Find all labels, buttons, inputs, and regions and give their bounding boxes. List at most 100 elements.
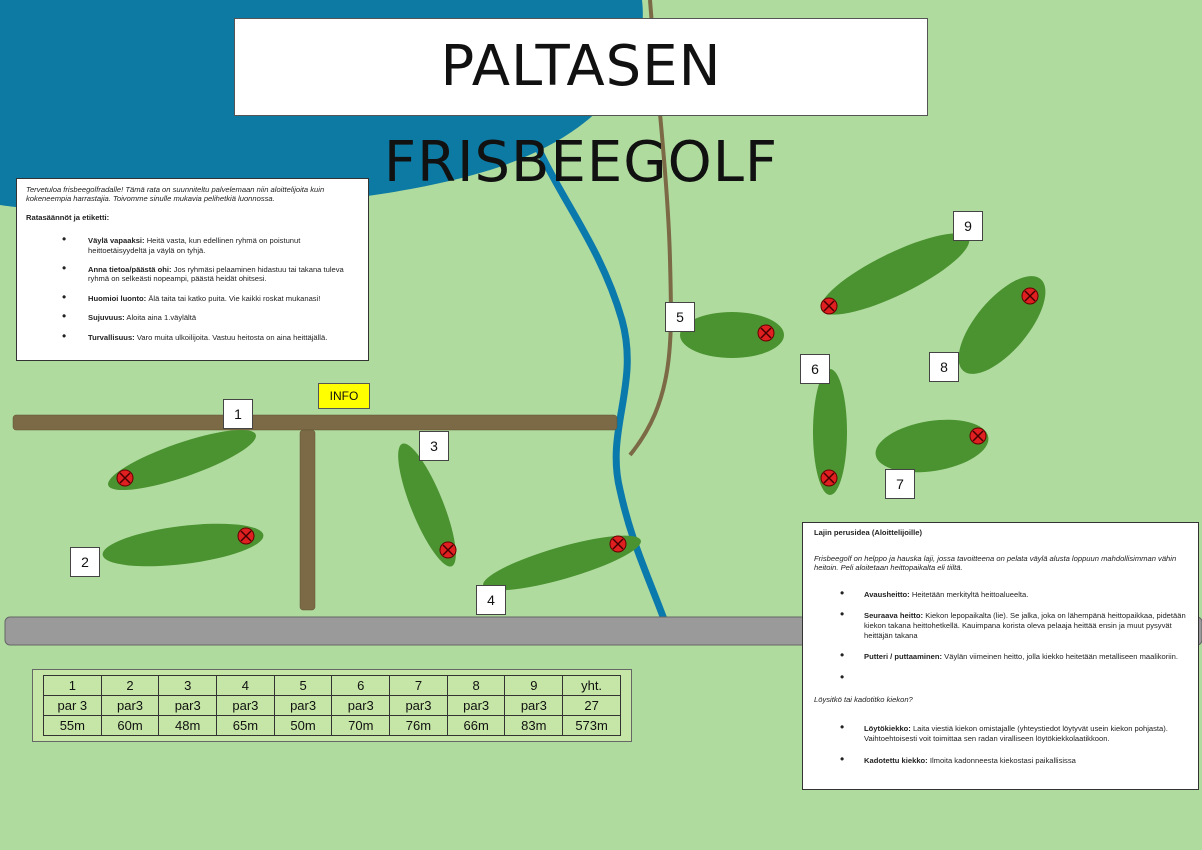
basics-item: [840, 673, 1187, 683]
basics-item-title: Seuraava heitto:: [864, 611, 924, 621]
length-cell: 573m: [562, 715, 621, 736]
fairway-8: [958, 276, 1046, 374]
basket-4: [609, 535, 627, 553]
lost-disc-item: Kadotettu kiekko: Ilmoita kadonneesta ki…: [840, 755, 1187, 766]
length-cell: 55m: [43, 715, 102, 736]
basics-panel: Lajin perusidea (Aloittelijoille) Frisbe…: [802, 522, 1199, 790]
par-cell: par3: [100, 695, 160, 716]
basket-5: [757, 324, 775, 342]
scorecard-par-row: par 3 par3 par3 par3 par3 par3 par3 par3…: [43, 695, 621, 716]
lost-disc-item: Löytökiekko: Laita viestiä kiekon omista…: [840, 723, 1187, 743]
basics-list: Avausheitto: Heitetään merkityltä heitto…: [814, 589, 1187, 683]
basket-2: [237, 527, 255, 545]
basket-6: [820, 469, 838, 487]
hole-number-2: 2: [70, 547, 100, 577]
rule-item: Turvallisuus: Varo muita ulkoilijoita. V…: [62, 332, 359, 342]
scorecard-holes-row: 1 2 3 4 5 6 7 8 9 yht.: [43, 675, 621, 696]
length-cell: 48m: [158, 715, 218, 736]
scorecard-length-row: 55m 60m 48m 65m 50m 70m 76m 66m 83m 573m: [43, 715, 621, 736]
basics-heading: Lajin perusidea (Aloittelijoille): [814, 528, 923, 537]
fairway-9: [820, 233, 970, 315]
side-path: [299, 429, 316, 611]
lost-disc-title: Kadotettu kiekko:: [864, 755, 928, 765]
fairway-5: [680, 312, 784, 358]
length-cell: 70m: [331, 715, 391, 736]
rule-title: Sujuvuus:: [88, 313, 125, 323]
rules-list: Väylä vapaaksi: Heitä vasta, kun edellin…: [26, 235, 359, 342]
fairway-3: [398, 443, 456, 567]
basket-9: [820, 297, 838, 315]
rule-item: Huomioi luonto: Älä taita tai katko puit…: [62, 293, 359, 303]
par-cell: par3: [273, 695, 333, 716]
hole-number-8: 8: [929, 352, 959, 382]
hole-number-7: 7: [885, 469, 915, 499]
hole-cell: 4: [216, 675, 275, 696]
welcome-intro: Tervetuloa frisbeegolfradalle! Tämä rata…: [26, 185, 325, 204]
basics-item: Putteri / puttaaminen: Väylän viimeinen …: [840, 651, 1187, 662]
length-cell: 65m: [216, 715, 275, 736]
main-path: [12, 414, 618, 431]
basics-item-text: Kiekon lepopaikalta (lie). Se jalka, jok…: [864, 611, 1186, 640]
hole-number-6: 6: [800, 354, 830, 384]
basket-3: [439, 541, 457, 559]
basics-item: Avausheitto: Heitetään merkityltä heitto…: [840, 589, 1187, 600]
rule-text: Jos ryhmäsi pelaaminen hidastuu tai taka…: [88, 265, 344, 284]
rules-heading: Ratasäännöt ja etiketti:: [26, 212, 110, 222]
lost-disc-title: Löytökiekko:: [864, 724, 911, 734]
fairway-7: [875, 419, 989, 473]
basket-7: [969, 427, 987, 445]
basics-item-text: Heitetään merkityltä heittoalueelta.: [909, 589, 1029, 599]
basket-8: [1021, 287, 1039, 305]
fairway-4: [483, 535, 641, 591]
scorecard: 1 2 3 4 5 6 7 8 9 yht. par 3 par3 par3 p…: [32, 669, 632, 742]
lost-disc-list: Löytökiekko: Laita viestiä kiekon omista…: [814, 723, 1187, 766]
rule-item: Sujuvuus: Aloita aina 1.väylältä: [62, 312, 359, 323]
hole-cell: 8: [446, 675, 506, 696]
info-sign: INFO: [318, 383, 370, 409]
lost-disc-text: Ilmoita kadonneesta kiekostasi paikallis…: [927, 755, 1076, 765]
basics-item-title: Putteri / puttaaminen:: [864, 652, 943, 662]
rule-text: Aloita aina 1.väylältä: [124, 313, 197, 323]
hole-number-5: 5: [665, 302, 695, 332]
fairway-2: [102, 523, 264, 567]
par-cell: par3: [446, 695, 506, 716]
hole-cell: 5: [273, 675, 333, 696]
par-cell: 27: [562, 695, 621, 716]
par-cell: par3: [216, 695, 275, 716]
river: [534, 146, 672, 632]
hole-cell: 2: [100, 675, 160, 696]
scorecard-table: 1 2 3 4 5 6 7 8 9 yht. par 3 par3 par3 p…: [43, 675, 621, 736]
rule-text: Älä taita tai katko puita. Vie kaikki ro…: [146, 293, 321, 303]
par-cell: par3: [504, 695, 564, 716]
rule-item: Väylä vapaaksi: Heitä vasta, kun edellin…: [62, 235, 359, 255]
basics-intro: Frisbeegolf on helppo ja hauska laji, jo…: [814, 553, 1177, 573]
rule-text: Heitä vasta, kun edellinen ryhmä on pois…: [88, 236, 301, 255]
length-cell: 50m: [273, 715, 333, 736]
par-cell: par 3: [43, 695, 102, 716]
basics-item: Seuraava heitto: Kiekon lepopaikalta (li…: [840, 610, 1187, 640]
basics-item-title: Avausheitto:: [864, 589, 910, 599]
hole-number-4: 4: [476, 585, 506, 615]
hole-cell: yht.: [562, 675, 621, 696]
hole-number-1: 1: [223, 399, 253, 429]
lost-disc-question: Löysitkö tai kadotitko kiekon?: [814, 694, 913, 704]
length-cell: 76m: [389, 715, 448, 736]
rule-title: Anna tietoa/päästä ohi:: [88, 265, 172, 275]
hole-cell: 7: [389, 675, 448, 696]
hole-cell: 1: [43, 675, 102, 696]
length-cell: 83m: [504, 715, 564, 736]
hole-number-3: 3: [419, 431, 449, 461]
fairway-6: [813, 369, 847, 495]
hole-cell: 9: [504, 675, 564, 696]
fairway-1: [108, 429, 256, 491]
basics-item-text: Väylän viimeinen heitto, jolla kiekko he…: [942, 652, 1179, 662]
hole-cell: 6: [331, 675, 391, 696]
rule-item: Anna tietoa/päästä ohi: Jos ryhmäsi pela…: [62, 264, 359, 284]
rule-title: Turvallisuus:: [88, 332, 135, 342]
par-cell: par3: [331, 695, 391, 716]
hole-number-9: 9: [953, 211, 983, 241]
length-cell: 66m: [446, 715, 506, 736]
par-cell: par3: [158, 695, 218, 716]
lost-disc-text: Laita viestiä kiekon omistajalle (yhteys…: [864, 724, 1168, 743]
page-title: PALTASEN FRISBEEGOLF: [234, 18, 928, 195]
